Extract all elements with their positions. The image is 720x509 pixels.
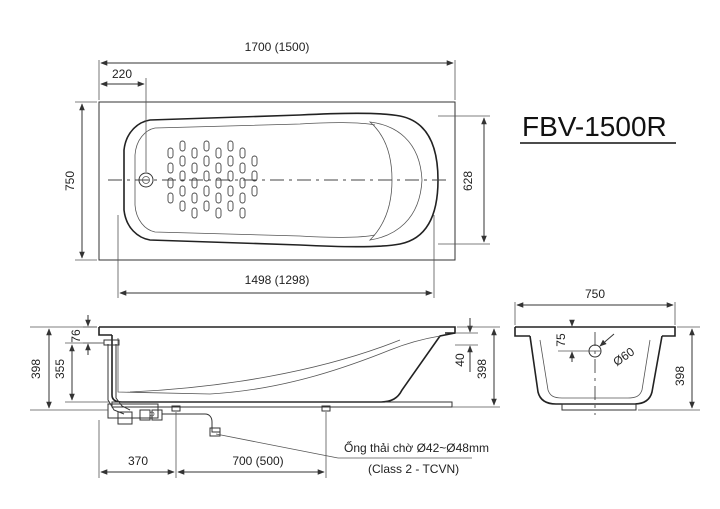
model-name: FBV-1500R — [522, 111, 667, 142]
dim-end-drain-offset-label: 75 — [554, 333, 568, 347]
end-view-rim — [514, 326, 676, 337]
dim-top-inner-width: 628 — [438, 115, 490, 245]
dim-top-drain-offset: 220 — [100, 67, 147, 172]
side-view-inner-slope — [117, 335, 441, 395]
dim-end-height-label: 398 — [673, 366, 687, 386]
dim-side-inner-depth-label: 355 — [53, 359, 67, 379]
dim-top-inner-length: 1498 (1298) — [117, 215, 435, 298]
end-view: 750 398 75 Ø60 — [514, 287, 700, 415]
side-view-inner-slope-2 — [129, 339, 401, 393]
dim-side-right-height: 398 — [452, 326, 500, 408]
drain-callout: Ống thải chờ Ø42~Ø48mm (Class 2 - TCVN) — [215, 433, 489, 476]
dim-side-right-offset: 40 — [453, 318, 478, 372]
top-view-drain-inner — [142, 176, 150, 184]
dim-end-drain-offset: 75 — [554, 319, 575, 362]
dim-end-width: 750 — [514, 287, 676, 325]
dim-top-width: 750 — [63, 101, 97, 261]
dim-top-width-label: 750 — [63, 171, 77, 191]
top-view-basin-outline — [123, 112, 439, 248]
dim-end-height: 398 — [638, 326, 700, 411]
model-title: FBV-1500R — [520, 111, 676, 144]
dim-end-width-label: 750 — [585, 287, 605, 301]
dim-top-drain-label: 220 — [112, 67, 132, 81]
anti-slip-pattern — [167, 140, 258, 219]
dim-side-right-offset-label: 40 — [453, 353, 467, 367]
top-view-backrest-contour — [368, 121, 423, 241]
top-view-outline — [98, 101, 456, 261]
drain-note-line1: Ống thải chờ Ø42~Ø48mm — [344, 440, 489, 455]
dim-top-inner-width-label: 628 — [461, 171, 475, 191]
dim-side-inner-depth: 355 — [53, 342, 110, 403]
side-view-drain-assembly — [103, 339, 221, 437]
side-view-body — [111, 332, 456, 403]
side-view: 76 398 355 40 398 — [29, 315, 500, 478]
dim-side-drain-pos-label: 370 — [128, 454, 148, 468]
dim-top-length-label: 1700 (1500) — [245, 40, 310, 54]
dim-end-drain-dia-label: Ø60 — [610, 344, 637, 369]
dim-top-inner-length-label: 1498 (1298) — [245, 273, 310, 287]
drain-note-line2: (Class 2 - TCVN) — [368, 462, 459, 476]
top-view-drain-icon — [138, 172, 154, 188]
side-view-foot — [321, 405, 331, 412]
dim-side-foot-spacing-label: 700 (500) — [232, 454, 283, 468]
side-view-foot — [171, 405, 181, 412]
dim-side-total-height: 398 — [29, 326, 108, 411]
dim-side-rim-label: 76 — [69, 329, 83, 343]
dim-side-right-height-label: 398 — [475, 359, 489, 379]
dim-side-foot-spacing: 700 (500) — [177, 412, 327, 478]
dim-top-length: 1700 (1500) — [98, 40, 456, 100]
end-view-base — [561, 403, 637, 411]
top-view: 1700 (1500) 220 750 628 1498 (1298) — [63, 40, 490, 298]
dim-side-drain-pos: 370 — [98, 412, 177, 478]
dim-end-drain-dia: Ø60 — [599, 333, 637, 369]
side-view-rim — [98, 326, 456, 336]
dim-side-total-height-label: 398 — [29, 359, 43, 379]
top-view-inner-contour — [134, 122, 376, 238]
